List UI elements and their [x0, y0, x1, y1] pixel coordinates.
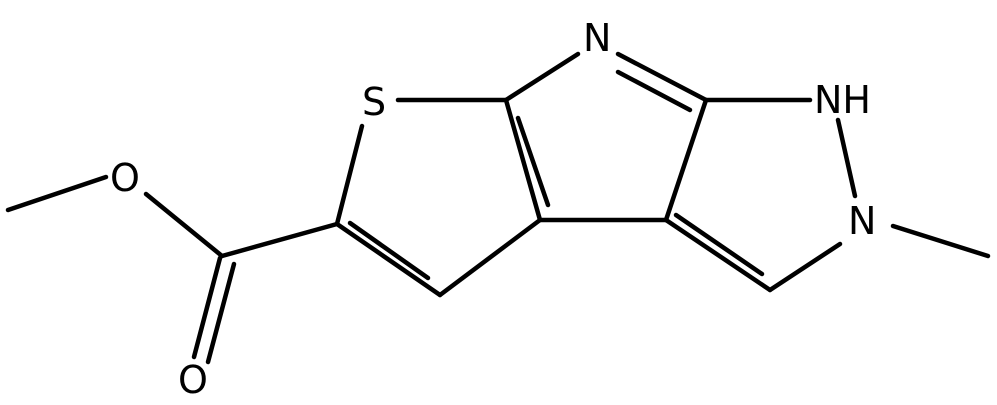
atom-carbonyl-oxygen: O [178, 358, 208, 402]
bond-n-c8a [615, 51, 709, 103]
bond-c3-c3a-inner [673, 212, 765, 277]
bonds [5, 51, 991, 365]
bond-c4-c5-inner [347, 220, 431, 281]
bond-c3b-c4 [437, 217, 543, 298]
atom-nh-nitrogen: NH [814, 78, 871, 122]
bond-c3-c3a [663, 217, 773, 293]
bond-c7a-n [503, 51, 581, 103]
bond-nh-n2 [835, 117, 858, 199]
bond-ch3-o [5, 174, 109, 213]
bond-c7a-c3b-inner [515, 115, 551, 208]
atom-labels: O O S N NH N [110, 16, 876, 402]
atom-ester-oxygen: O [110, 156, 140, 200]
bond-o-carbonyl [143, 191, 225, 259]
bond-carbonyl-o-double-a [191, 255, 223, 360]
bond-c8a-c3a [663, 97, 709, 223]
bond-n2-ch3 [890, 223, 991, 259]
atom-sulfur: S [362, 80, 386, 124]
bond-c7a-c3b [503, 97, 543, 223]
bond-c5-s [334, 123, 365, 227]
bond-carbonyl-c5 [219, 221, 340, 259]
bond-n2-c3 [767, 241, 843, 293]
bond-n-c8a-inner [615, 69, 693, 113]
atom-methyl-nitrogen: N [848, 199, 876, 243]
bond-carbonyl-o-double-b [205, 261, 237, 365]
atom-pyridine-nitrogen: N [583, 16, 611, 60]
bond-c4-c5 [334, 221, 443, 298]
